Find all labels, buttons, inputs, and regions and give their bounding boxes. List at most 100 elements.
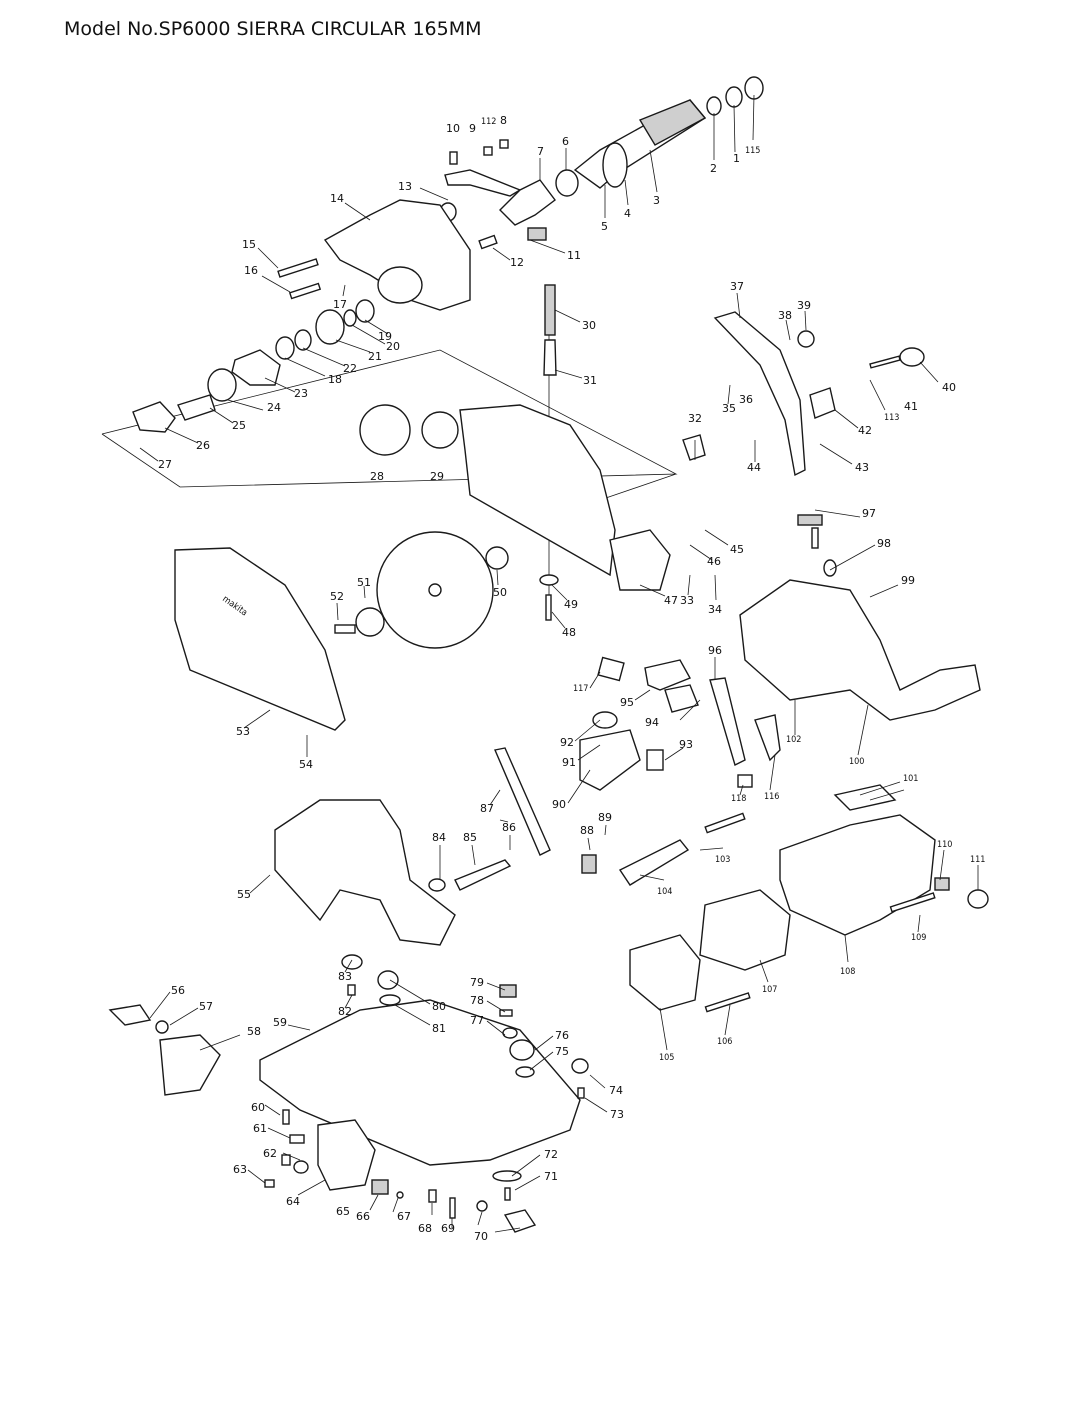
callout-9: 9 <box>469 122 476 135</box>
callout-26: 26 <box>196 439 210 452</box>
callout-52: 52 <box>330 590 344 603</box>
callout-91: 91 <box>562 756 576 769</box>
callout-labels: 1 2 3 4 5 6 7 8 9 10 11 12 13 14 15 16 1… <box>158 114 985 1243</box>
callout-57: 57 <box>199 1000 213 1013</box>
callout-80: 80 <box>432 1000 446 1013</box>
callout-3: 3 <box>653 194 660 207</box>
motor-housing <box>629 784 989 1013</box>
callout-72: 72 <box>544 1148 558 1161</box>
callout-106: 106 <box>717 1037 732 1047</box>
callout-18: 18 <box>328 373 342 386</box>
callout-16: 16 <box>244 264 258 277</box>
callout-90: 90 <box>552 798 566 811</box>
brush-holder-parts <box>439 139 556 250</box>
callout-47: 47 <box>664 594 678 607</box>
callout-7: 7 <box>537 145 544 158</box>
callout-44: 44 <box>747 461 761 474</box>
callout-61: 61 <box>253 1122 267 1135</box>
callout-4: 4 <box>624 207 631 220</box>
callout-100: 100 <box>849 757 864 767</box>
callout-109: 109 <box>911 933 926 943</box>
callout-75: 75 <box>555 1045 569 1058</box>
callout-105: 105 <box>659 1053 674 1063</box>
callout-33: 33 <box>680 594 694 607</box>
guide-rail <box>713 311 925 477</box>
callout-63: 63 <box>233 1163 247 1176</box>
switch-assembly <box>494 656 781 856</box>
callout-39: 39 <box>797 299 811 312</box>
callout-79: 79 <box>470 976 484 989</box>
callout-102: 102 <box>786 735 801 745</box>
callout-42: 42 <box>858 424 872 437</box>
callout-11: 11 <box>567 249 581 262</box>
callout-19: 19 <box>378 330 392 343</box>
callout-5: 5 <box>601 220 608 233</box>
callout-20: 20 <box>386 340 400 353</box>
callout-96: 96 <box>708 644 722 657</box>
callout-49: 49 <box>564 598 578 611</box>
callout-25: 25 <box>232 419 246 432</box>
callout-70: 70 <box>474 1230 488 1243</box>
callout-115: 115 <box>745 146 760 156</box>
bearing-housing <box>132 199 471 433</box>
callout-67: 67 <box>397 1210 411 1223</box>
page-title: Model No.SP6000 SIERRA CIRCULAR 165MM <box>64 18 482 40</box>
callout-31: 31 <box>583 374 597 387</box>
callout-54: 54 <box>299 758 313 771</box>
callout-62: 62 <box>263 1147 277 1160</box>
callout-30: 30 <box>582 319 596 332</box>
callout-60: 60 <box>251 1101 265 1114</box>
callout-41: 41 <box>904 400 918 413</box>
front-handle <box>274 799 746 946</box>
callout-22: 22 <box>343 362 357 375</box>
callout-98: 98 <box>877 537 891 550</box>
callout-103: 103 <box>715 855 730 865</box>
callout-48: 48 <box>562 626 576 639</box>
callout-28: 28 <box>370 470 384 483</box>
callout-34: 34 <box>708 603 722 616</box>
callout-89: 89 <box>598 811 612 824</box>
callout-50: 50 <box>493 586 507 599</box>
callout-32: 32 <box>688 412 702 425</box>
callout-35: 35 <box>722 402 736 415</box>
callout-23: 23 <box>294 387 308 400</box>
base-plate <box>108 954 589 1233</box>
callout-43: 43 <box>855 461 869 474</box>
callout-71: 71 <box>544 1170 558 1183</box>
callout-87: 87 <box>480 802 494 815</box>
callout-36: 36 <box>739 393 753 406</box>
callout-69: 69 <box>441 1222 455 1235</box>
leader-lines <box>139 94 979 1233</box>
callout-93: 93 <box>679 738 693 751</box>
callout-88: 88 <box>580 824 594 837</box>
callout-85: 85 <box>463 831 477 844</box>
callout-53: 53 <box>236 725 250 738</box>
callout-94: 94 <box>645 716 659 729</box>
callout-55: 55 <box>237 888 251 901</box>
callout-10: 10 <box>446 122 460 135</box>
callout-13: 13 <box>398 180 412 193</box>
callout-68: 68 <box>418 1222 432 1235</box>
callout-58: 58 <box>247 1025 261 1038</box>
callout-29: 29 <box>430 470 444 483</box>
callout-108: 108 <box>840 967 855 977</box>
callout-51: 51 <box>357 576 371 589</box>
callout-104: 104 <box>657 887 672 897</box>
blade-guard <box>359 284 706 621</box>
callout-2: 2 <box>710 162 717 175</box>
callout-1: 1 <box>733 152 740 165</box>
callout-107: 107 <box>762 985 777 995</box>
callout-45: 45 <box>730 543 744 556</box>
callout-27: 27 <box>158 458 172 471</box>
callout-97: 97 <box>862 507 876 520</box>
handle-housing <box>739 514 981 721</box>
callout-84: 84 <box>432 831 446 844</box>
callout-64: 64 <box>286 1195 300 1208</box>
callout-46: 46 <box>707 555 721 568</box>
callout-86: 86 <box>502 821 516 834</box>
callout-66: 66 <box>356 1210 370 1223</box>
callout-21: 21 <box>368 350 382 363</box>
callout-99: 99 <box>901 574 915 587</box>
callout-82: 82 <box>338 1005 352 1018</box>
